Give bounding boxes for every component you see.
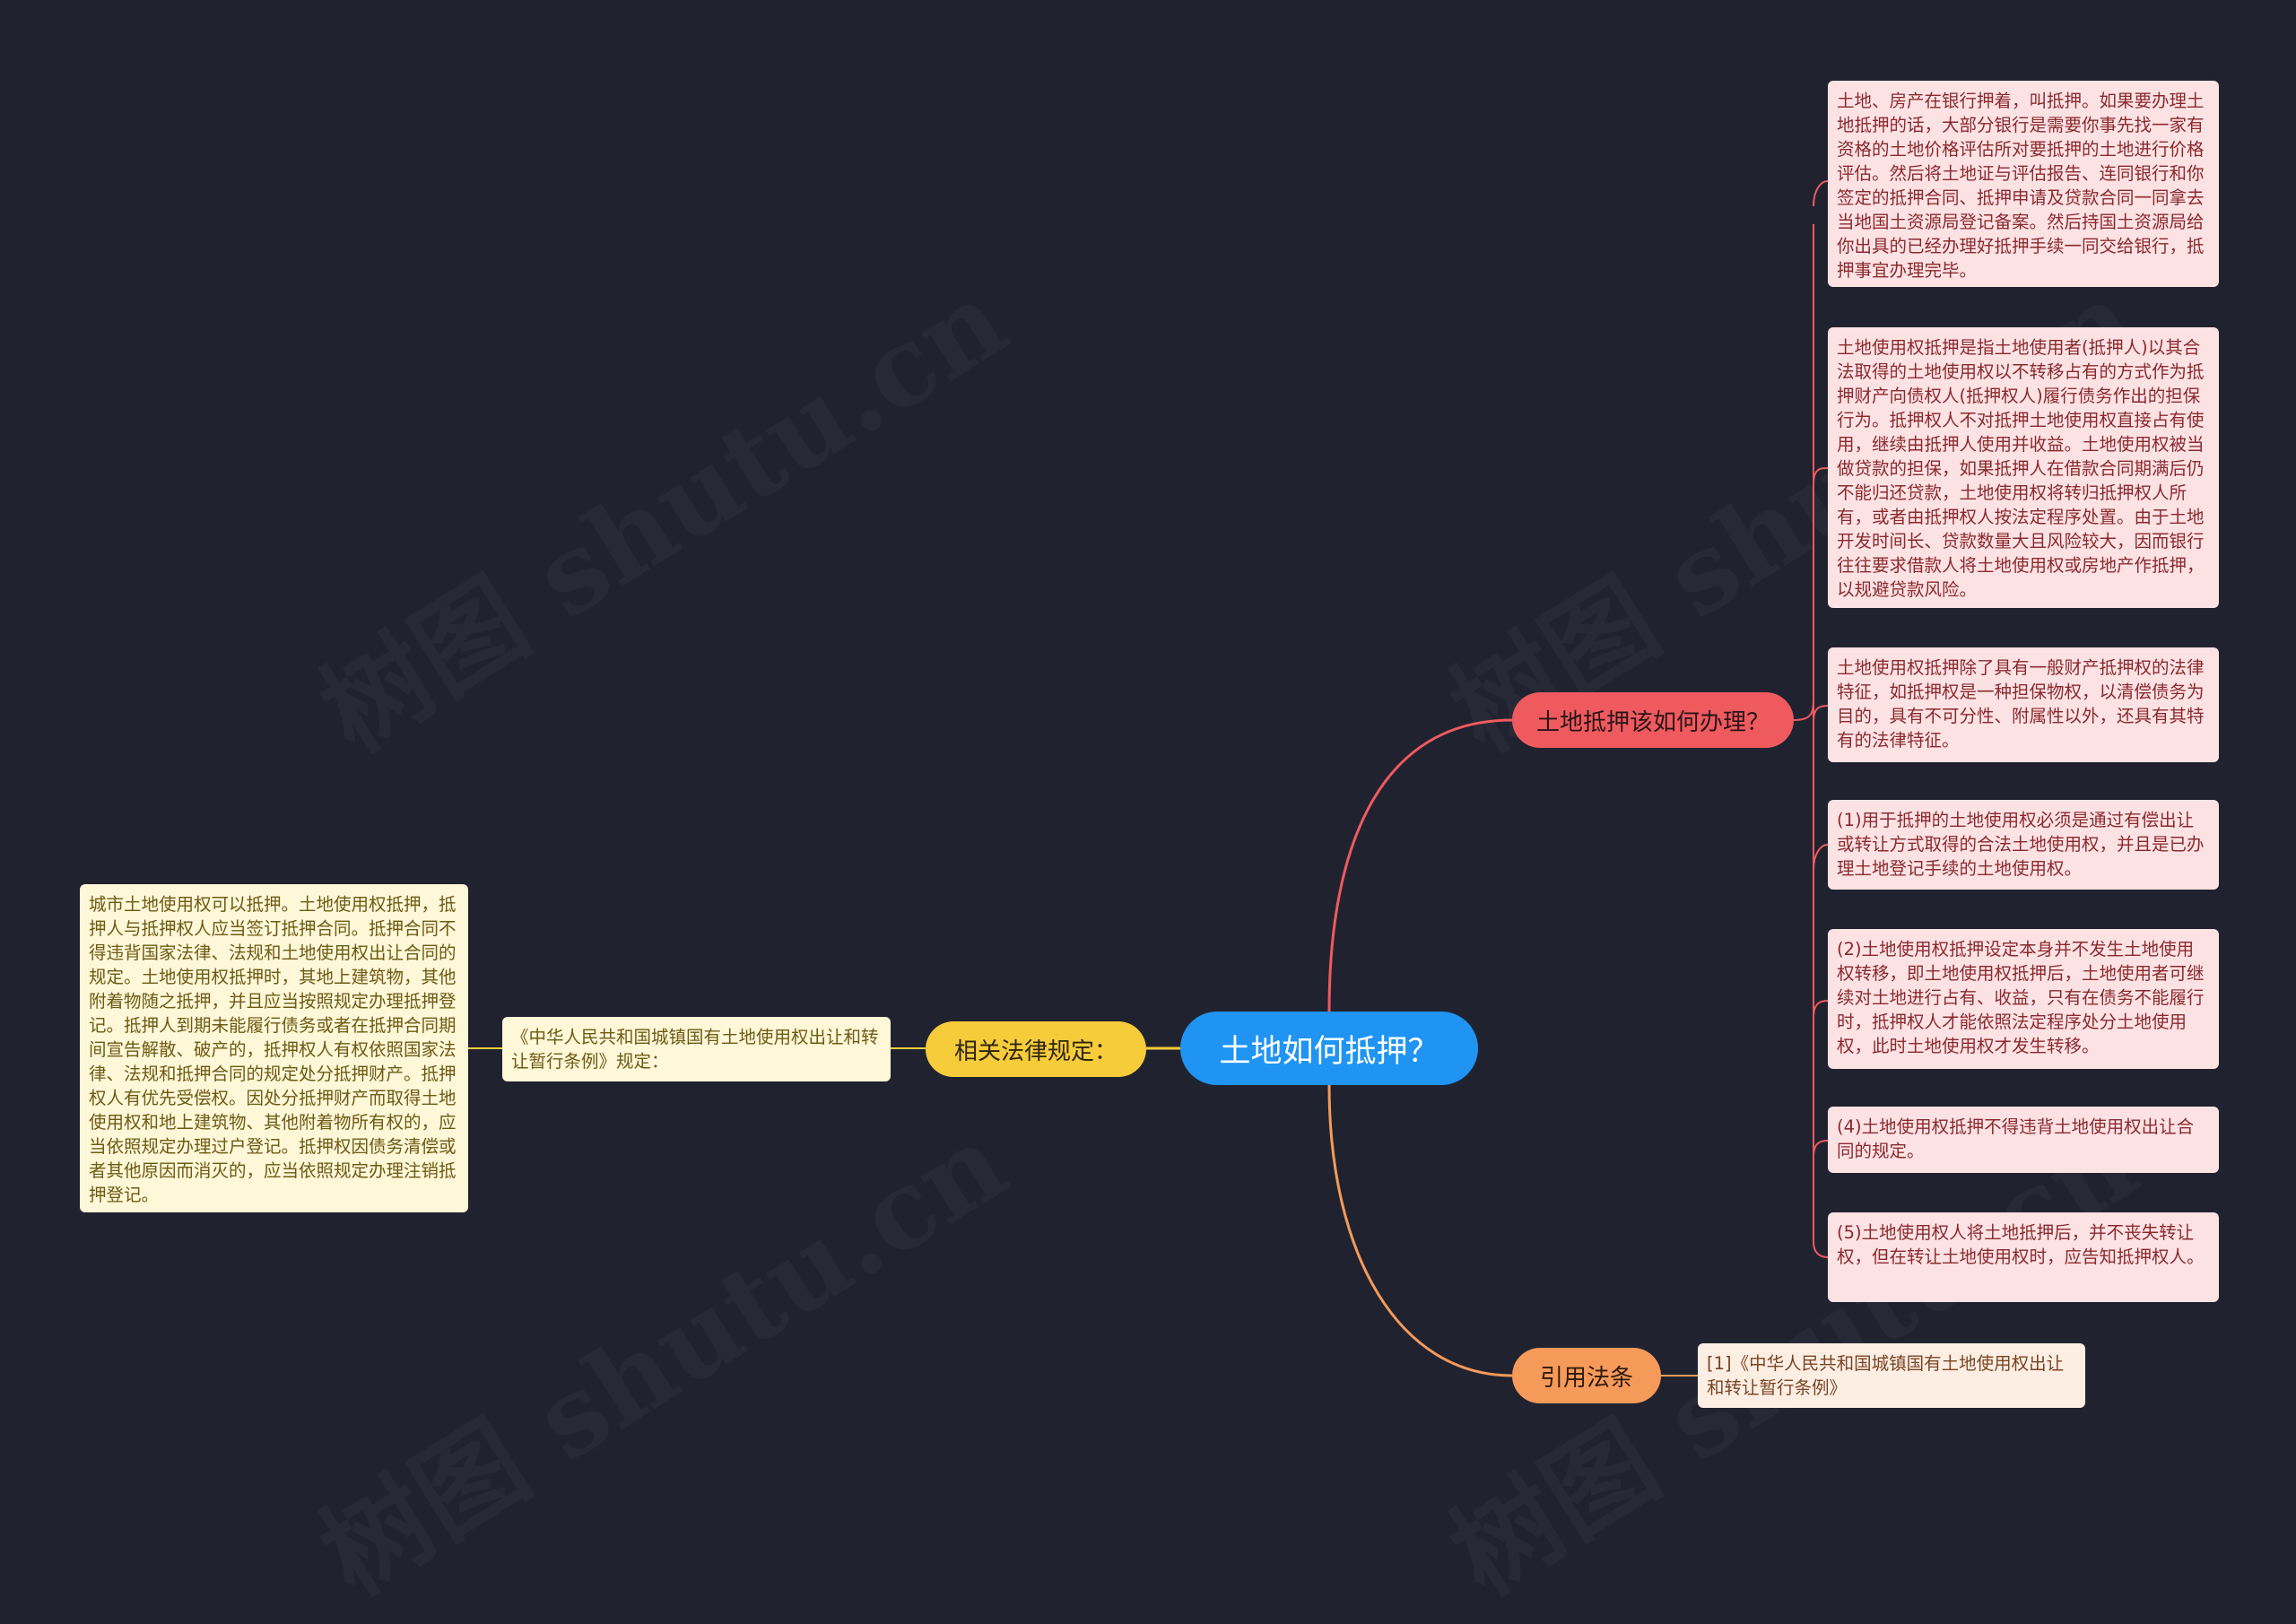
branch-citation[interactable]: 引用法条: [1512, 1348, 1661, 1403]
link-item-2: [1813, 467, 1829, 485]
link-item-3: [1813, 705, 1829, 723]
link-item-5: [1813, 1000, 1829, 1019]
regulations-detail[interactable]: 城市土地使用权可以抵押。土地使用权抵押，抵押人与抵押权人应当签订抵押合同。抵押合…: [80, 884, 468, 1212]
link-item-7: [1813, 1241, 1829, 1258]
link-root-citation: [1327, 1084, 1513, 1377]
regulations-source[interactable]: 《中华人民共和国城镇国有土地使用权出让和转让暂行条例》规定：: [502, 1017, 891, 1081]
link-root-how-to: [1327, 718, 1513, 1012]
mindmap-canvas: 树图 shutu.cn 树图 shutu.cn 树图 shutu.cn 树图 s…: [80, 81, 2219, 1408]
how-to-item-7[interactable]: (5)土地使用权人将土地抵押后，并不丧失转让权，但在转让土地使用权时，应告知抵押…: [1828, 1212, 2219, 1302]
root-node[interactable]: 土地如何抵押？: [1180, 1012, 1478, 1085]
how-to-item-2[interactable]: 土地使用权抵押是指土地使用者(抵押人)以其合法取得的土地使用权以不转移占有的方式…: [1828, 327, 2219, 608]
how-to-item-6[interactable]: (4)土地使用权抵押不得违背土地使用权出让合同的规定。: [1828, 1107, 2219, 1173]
how-to-item-4[interactable]: (1)用于抵押的土地使用权必须是通过有偿出让或转让方式取得的合法土地使用权，并且…: [1828, 800, 2219, 890]
how-to-item-5[interactable]: (2)土地使用权抵押设定本身并不发生土地使用权转移，即土地使用权抵押后，土地使用…: [1828, 929, 2219, 1069]
link-item-4: [1813, 844, 1829, 871]
how-to-item-3[interactable]: 土地使用权抵押除了具有一般财产抵押权的法律特征，如抵押权是一种担保物权，以清偿债…: [1828, 647, 2219, 762]
how-to-item-1[interactable]: 土地、房产在银行押着，叫抵押。如果要办理土地抵押的话，大部分银行是需要你事先找一…: [1828, 81, 2219, 287]
branch-regulations[interactable]: 相关法律规定：: [926, 1021, 1146, 1077]
link-item-6: [1813, 1140, 1829, 1158]
link-item-1: [1813, 180, 1829, 207]
connector-lines: [468, 180, 1829, 1377]
branch-how-to[interactable]: 土地抵押该如何办理？: [1512, 692, 1794, 748]
citation-item-1[interactable]: [1]《中华人民共和国城镇国有土地使用权出让和转让暂行条例》: [1698, 1343, 2085, 1408]
